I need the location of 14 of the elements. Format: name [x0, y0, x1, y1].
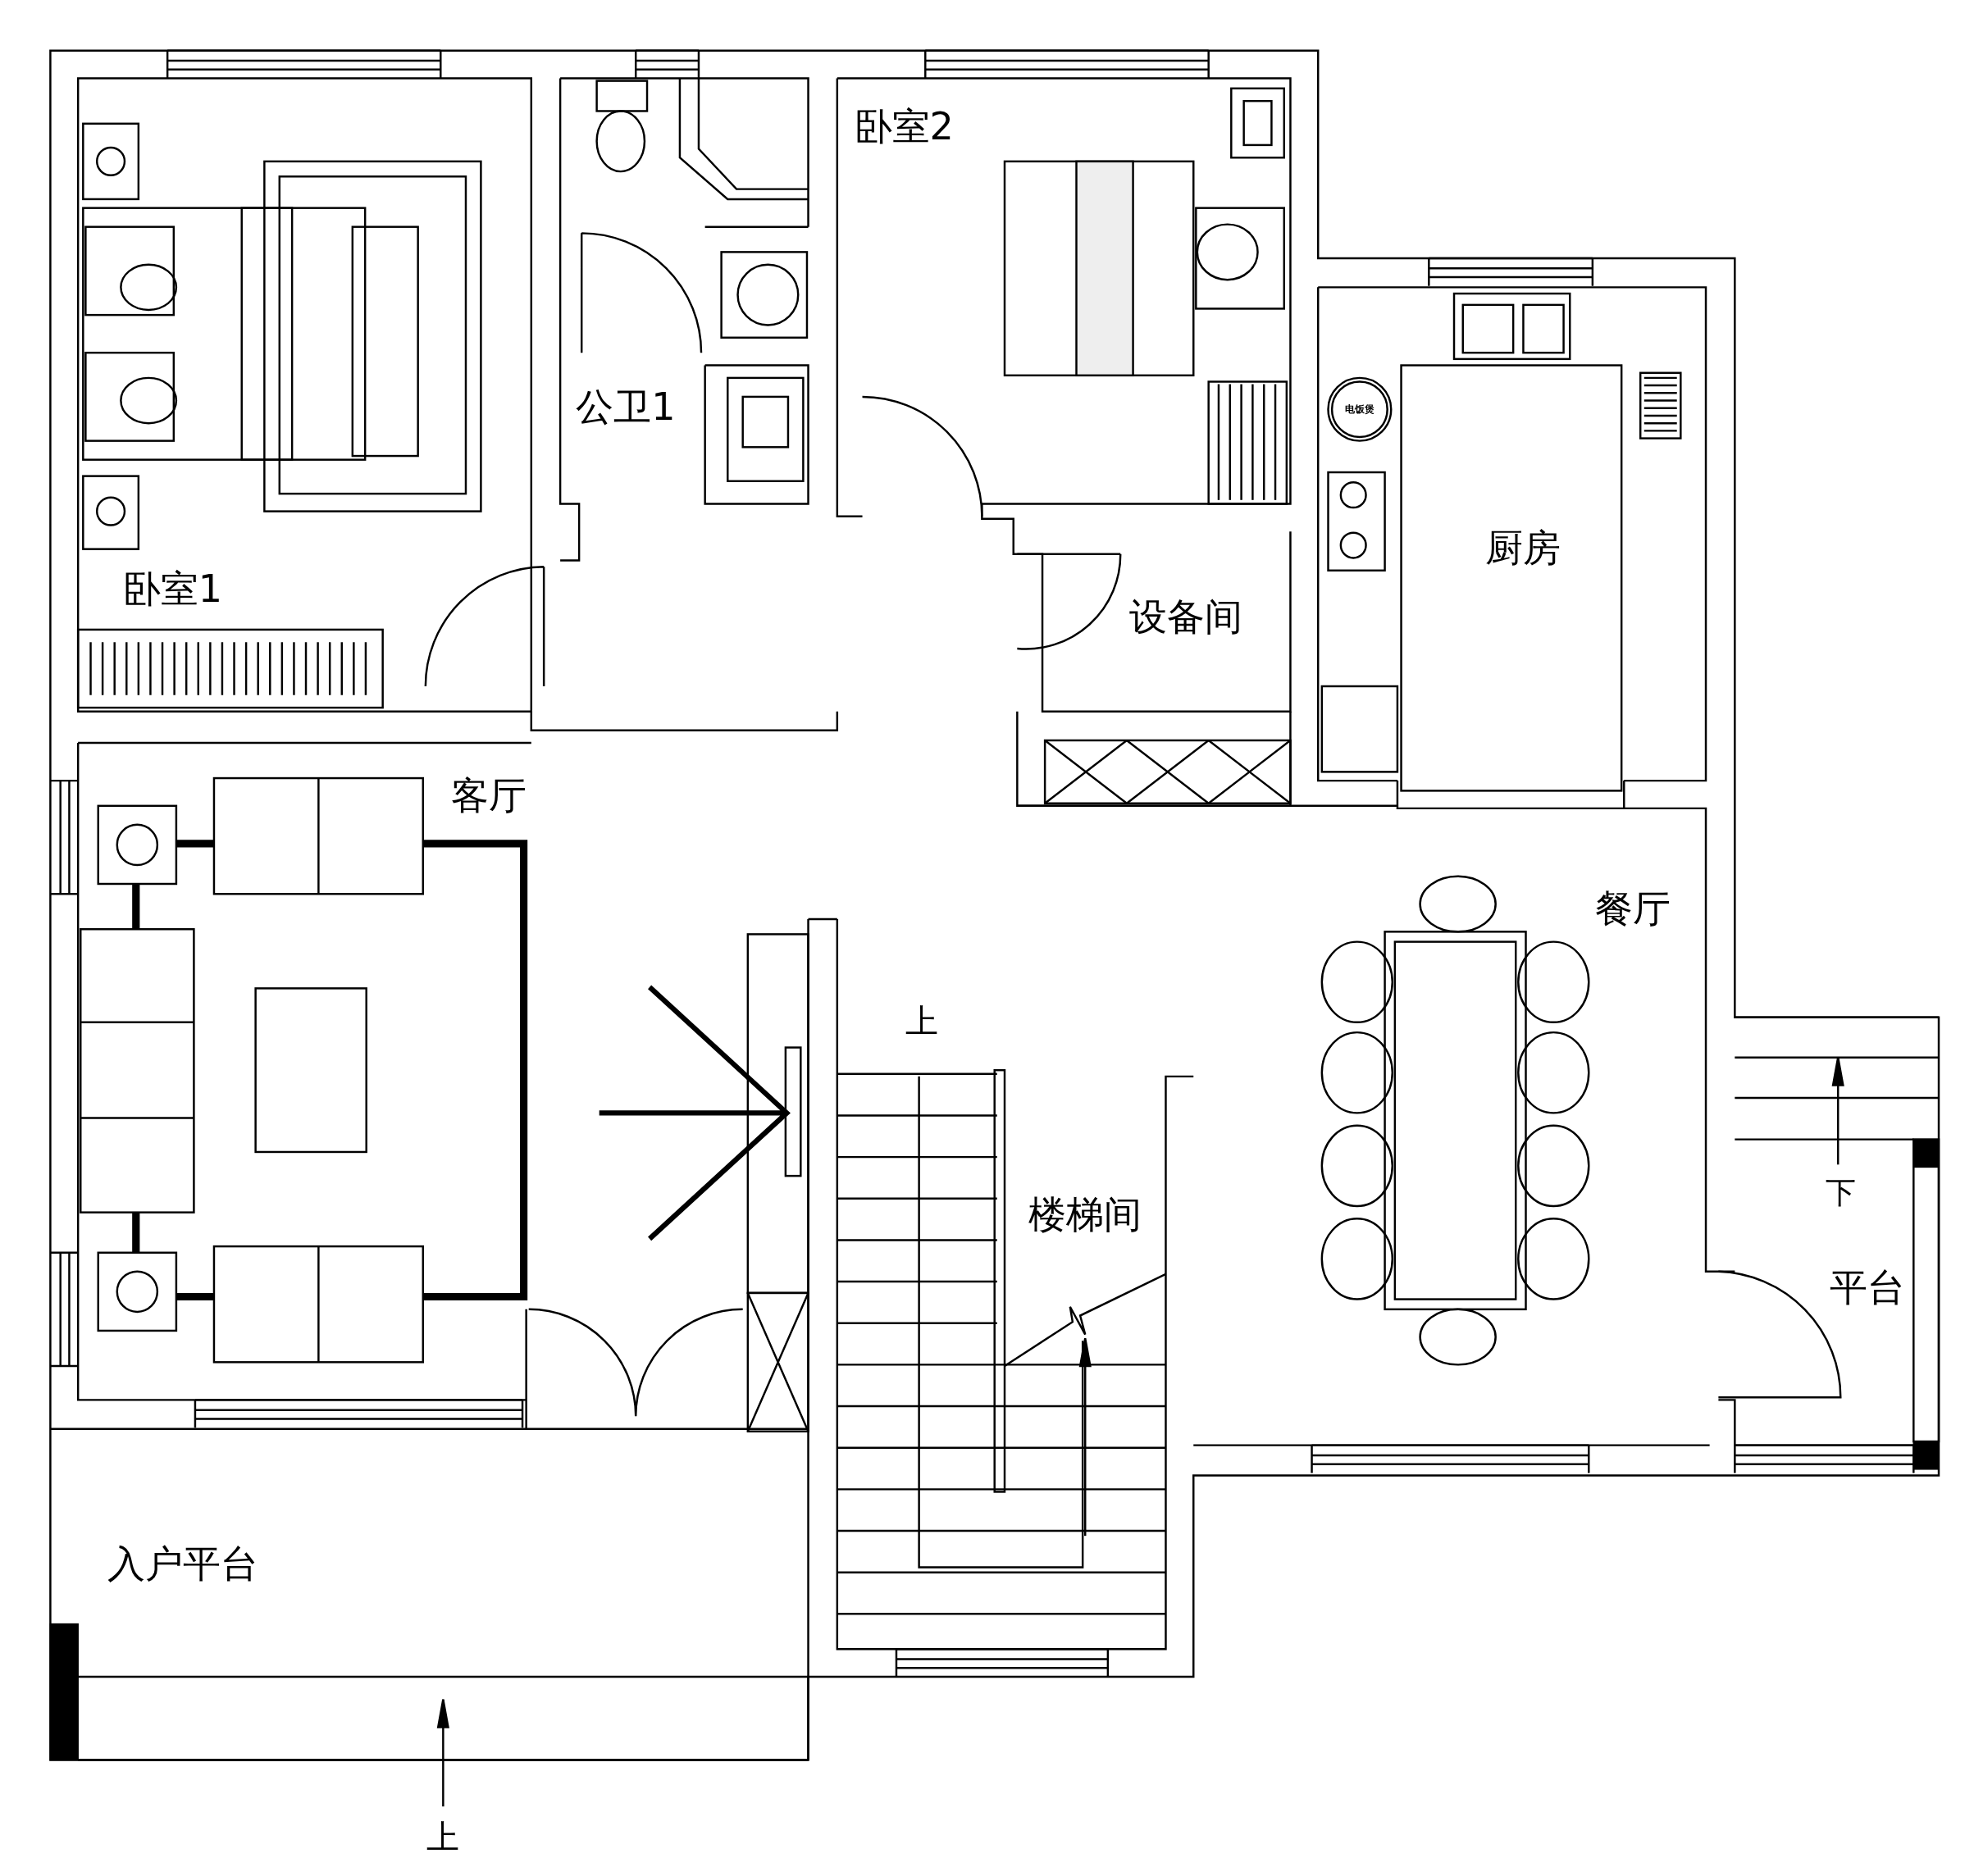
- room-label: 入户平台: [107, 1544, 258, 1582]
- direction-label: 上: [905, 1005, 938, 1039]
- room-label: 楼梯间: [1028, 1195, 1142, 1234]
- room-label: 平台: [1829, 1268, 1905, 1307]
- room-label: 客厅: [450, 776, 527, 815]
- room-label: 公卫1: [576, 387, 676, 426]
- direction-label: 下: [1825, 1177, 1856, 1209]
- room-label: 餐厅: [1595, 890, 1671, 928]
- room-label: 卧室1: [122, 570, 222, 608]
- room-label: 卧室2: [854, 107, 954, 145]
- room-label: 厨房: [1485, 528, 1561, 567]
- appliance-label: 电饭煲: [1344, 403, 1375, 415]
- direction-label: 上: [426, 1821, 460, 1855]
- room-label: 设备间: [1129, 598, 1243, 636]
